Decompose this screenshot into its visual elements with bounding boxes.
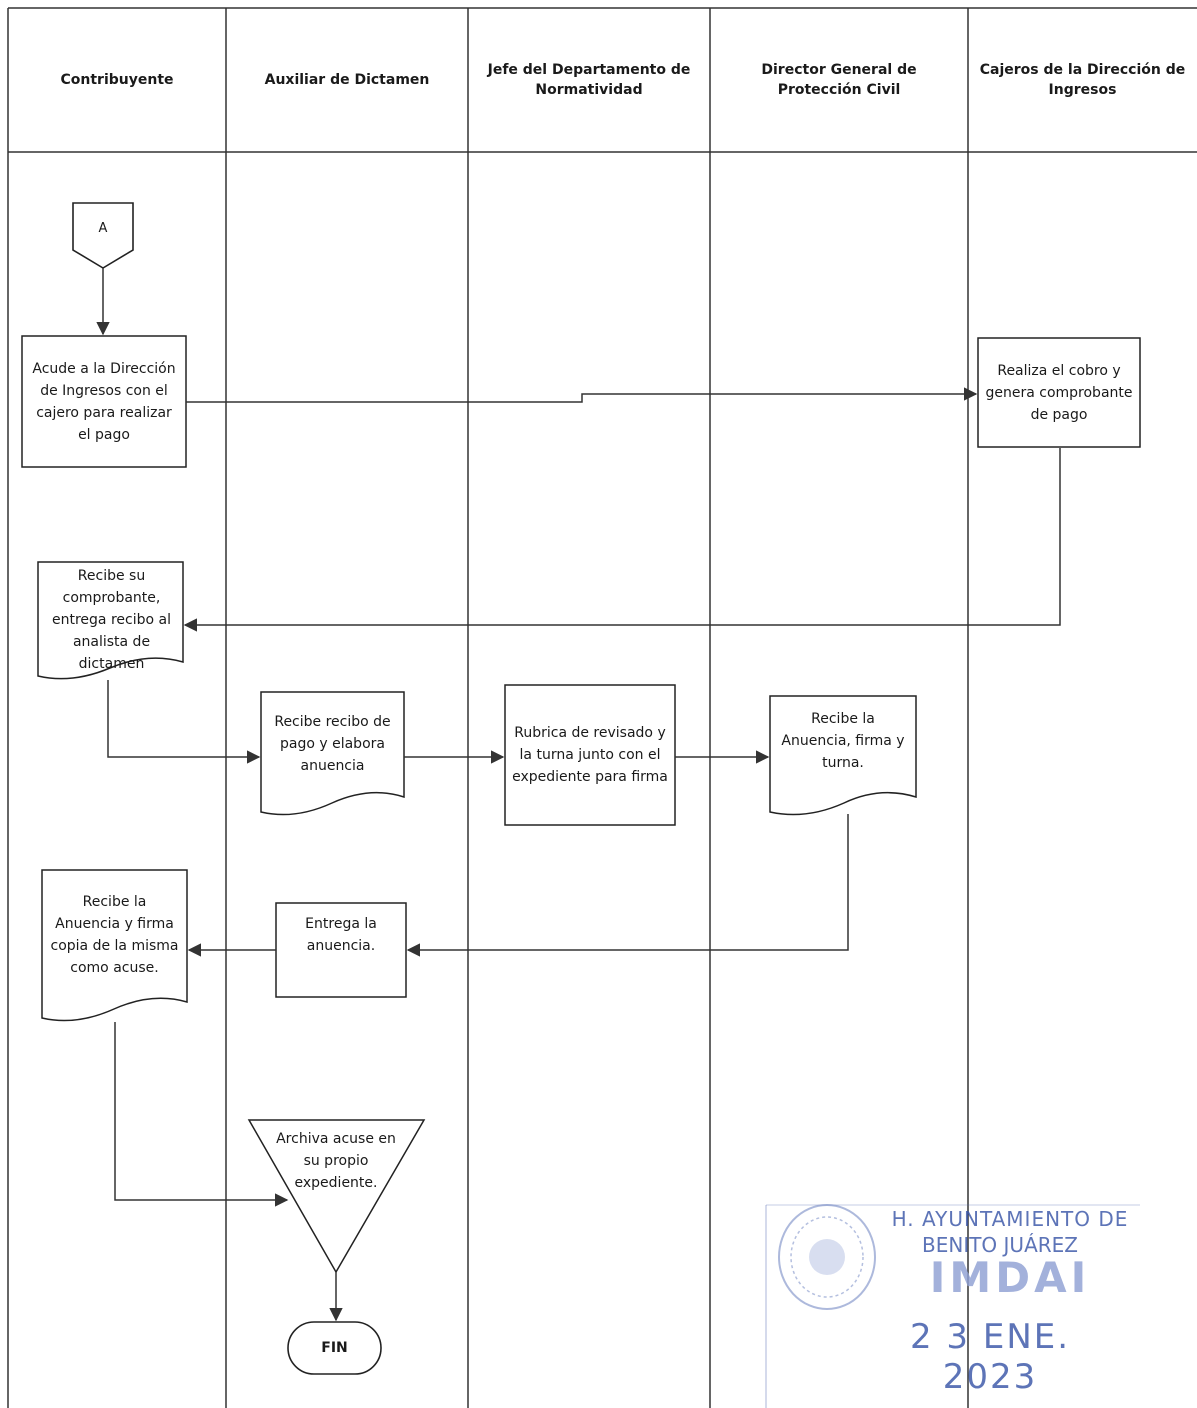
lane-header-director: Director General de Protección Civil <box>761 62 917 98</box>
lane-header-cajeros: Cajeros de la Dirección de Ingresos <box>979 62 1186 98</box>
archiva-text: Archiva acuse en su propio expediente. <box>276 1131 396 1191</box>
acuse-text: Recibe la Anuencia y firma copia de la m… <box>50 894 179 976</box>
acude-box <box>21 335 187 468</box>
connector-a-label: A <box>98 221 108 236</box>
rubrica-box <box>504 684 676 826</box>
entrega-box <box>275 902 407 998</box>
swimlane-grid <box>7 7 1197 1408</box>
stamp-line-1: H. AYUNTAMIENTO DE <box>891 1207 1129 1231</box>
stamp-date: 2 3 ENE. 2023 <box>909 1317 1071 1397</box>
fin-terminator <box>287 1321 382 1375</box>
acude-text: Acude a la Dirección de Ingresos con el … <box>32 360 176 443</box>
rubrica-text: Rubrica de revisado y la turna junto con… <box>512 725 668 785</box>
elabora-anuencia-doc <box>260 691 405 816</box>
stamp-line-2: BENITO JUÁREZ <box>922 1233 1078 1257</box>
official-stamp: H. AYUNTAMIENTO DE BENITO JUÁREZ IMDAI 2… <box>760 1195 1197 1408</box>
lane-header-contribuyente: Contribuyente <box>60 72 174 88</box>
acuse-doc <box>41 869 188 1022</box>
firma-turna-doc <box>769 695 917 816</box>
recibe-comprobante-doc <box>37 561 184 680</box>
connector-lines <box>96 268 1061 1322</box>
cobro-box <box>977 337 1141 448</box>
lane-header-jefe: Jefe del Departamento de Normatividad <box>487 62 691 98</box>
lane-header-auxiliar: Auxiliar de Dictamen <box>264 72 430 88</box>
arrow-comprobante-to-anuencia <box>107 680 261 764</box>
connector-a-shape <box>72 202 134 269</box>
recibe-comprobante-text: Recibe su comprobante, entrega recibo al… <box>52 568 171 672</box>
entrega-text: Entrega la anuencia. <box>305 916 377 954</box>
arrow-cobro-to-comprobante <box>183 448 1061 632</box>
fin-text: FIN <box>321 1340 348 1356</box>
stamp-line-3: IMDAI <box>929 1253 1091 1302</box>
stamp-seal-icon <box>765 1204 1140 1408</box>
arrow-firma-to-entrega <box>406 814 849 957</box>
arrow-acude-to-cobro <box>186 387 978 403</box>
arrow-acuse-to-archiva <box>114 1022 289 1207</box>
elabora-anuencia-text: Recibe recibo de pago y elabora anuencia <box>274 714 391 774</box>
archiva-triangle <box>247 1119 426 1274</box>
firma-turna-text: Recibe la Anuencia, firma y turna. <box>781 711 905 771</box>
cobro-text: Realiza el cobro y genera comprobante de… <box>985 362 1133 423</box>
